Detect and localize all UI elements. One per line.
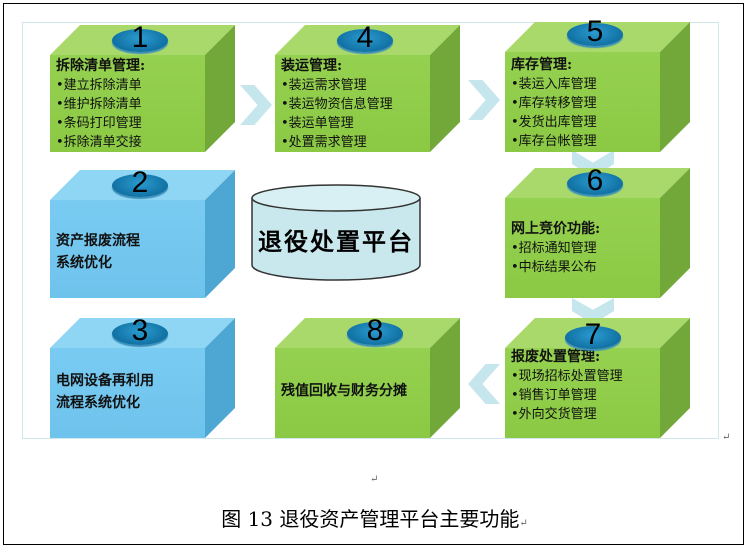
list-item: •装运物资信息管理 <box>281 97 393 112</box>
badge-number: 5 <box>586 15 604 48</box>
number-badge <box>347 322 403 345</box>
box-title: 装运管理: <box>281 58 343 74</box>
box-text: 电网设备再利用 <box>56 373 154 389</box>
number-badge <box>112 322 168 345</box>
list-item: •维护拆除清单 <box>56 97 142 112</box>
outer-frame <box>3 3 744 545</box>
badge-number: 2 <box>131 166 149 199</box>
list-item: •拆除清单交接 <box>56 135 142 150</box>
list-item: •建立拆除清单 <box>56 78 142 93</box>
paragraph-mark: ↵ <box>370 474 379 485</box>
list-item: •库存台帐管理 <box>511 134 597 149</box>
box-scrap-process: 资产报废流程系统优化 2 <box>50 166 235 298</box>
list-item: •装运入库管理 <box>511 77 597 92</box>
box-scrap-disposal: 报废处置管理: •现场招标处置管理 •销售订单管理 •外向交货管理 7 <box>505 318 690 438</box>
paragraph-mark: ↵ <box>722 432 731 443</box>
list-item: •招标通知管理 <box>511 241 597 256</box>
list-item: •条码打印管理 <box>56 116 142 131</box>
box-text: 系统优化 <box>56 255 112 271</box>
caption-text: 图 13 退役资产管理平台主要功能 <box>221 507 520 531</box>
box-inventory: 库存管理: •装运入库管理 •库存转移管理 •发货出库管理 •库存台帐管理 5 <box>505 15 690 152</box>
box-title: 报废处置管理: <box>511 349 601 365</box>
badge-number: 6 <box>586 164 604 197</box>
box-text: 流程系统优化 <box>56 395 140 411</box>
number-badge <box>337 29 393 52</box>
box-equipment-reuse: 电网设备再利用流程系统优化 3 <box>50 314 235 438</box>
list-item: •装运需求管理 <box>281 78 367 93</box>
diagram-frame <box>22 22 719 439</box>
badge-number: 7 <box>584 318 602 351</box>
list-item: •销售订单管理 <box>511 388 597 403</box>
box-text: 资产报废流程 <box>56 233 140 249</box>
badge-number: 1 <box>131 21 149 54</box>
badge-number: 3 <box>131 314 149 347</box>
box-title: 库存管理: <box>511 57 573 73</box>
box-demolition-list: 拆除清单管理: •建立拆除清单 •维护拆除清单 •条码打印管理 •拆除清单交接 … <box>50 21 235 152</box>
box-online-bidding: 网上竞价功能: •招标通知管理 •中标结果公布 6 <box>505 164 690 298</box>
list-item: •发货出库管理 <box>511 115 597 130</box>
number-badge <box>112 174 168 197</box>
figure-caption: 图 13 退役资产管理平台主要功能↵ <box>0 503 749 532</box>
list-item: •中标结果公布 <box>511 260 597 275</box>
badge-number: 4 <box>356 21 374 54</box>
box-residual-value: 残值回收与财务分摊 8 <box>275 314 460 438</box>
number-badge <box>565 326 621 349</box>
paragraph-mark: ↵ <box>519 518 528 529</box>
list-item: •处置需求管理 <box>281 135 367 150</box>
box-shipping: 装运管理: •装运需求管理 •装运物资信息管理 •装运单管理 •处置需求管理 4 <box>275 21 460 152</box>
box-text: 残值回收与财务分摊 <box>281 383 407 399</box>
list-item: •现场招标处置管理 <box>511 369 623 384</box>
list-item: •库存转移管理 <box>511 96 597 111</box>
platform-cylinder <box>251 184 421 281</box>
list-item: •外向交货管理 <box>511 407 597 422</box>
box-title: 网上竞价功能: <box>511 221 601 237</box>
box-title: 拆除清单管理: <box>56 58 146 74</box>
number-badge <box>567 172 623 195</box>
number-badge <box>567 23 623 46</box>
number-badge <box>112 29 168 52</box>
badge-number: 8 <box>366 314 384 347</box>
list-item: •装运单管理 <box>281 116 354 131</box>
platform-title: 退役处置平台 <box>258 227 414 256</box>
